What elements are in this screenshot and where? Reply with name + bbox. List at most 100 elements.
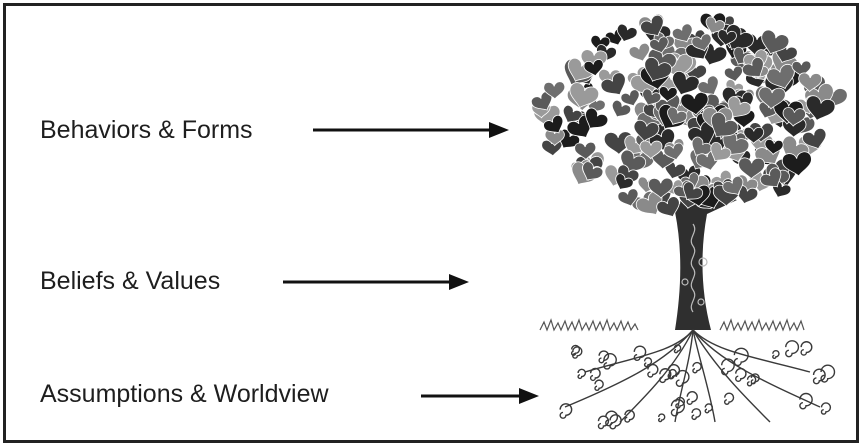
root-curl [673, 344, 682, 354]
leaf-heart [530, 91, 553, 111]
leaf-heart [782, 107, 806, 127]
trunk-swirls [681, 223, 708, 313]
leaf-heart [761, 29, 790, 55]
leaf-heart [738, 157, 765, 180]
arrow-beliefs-icon [283, 274, 469, 290]
leaf-heart [798, 72, 823, 93]
leaf-heart [691, 33, 712, 52]
leaf-heart [802, 127, 827, 150]
leaf-heart [671, 23, 693, 43]
leaf-heart [663, 142, 684, 161]
leaf-heart [764, 139, 784, 156]
root-curl [670, 399, 685, 417]
leaf-heart [758, 86, 786, 110]
leaf-heart [544, 129, 565, 147]
root-curl [572, 346, 583, 359]
leaf-heart [781, 151, 812, 177]
leaf-heart [710, 141, 732, 162]
leaf-heart [656, 196, 680, 218]
leaf-heart [672, 70, 700, 96]
leaf-heart [617, 188, 639, 207]
root-curl [675, 369, 690, 387]
leaf-heart [624, 135, 646, 155]
trunk [645, 172, 737, 330]
leaf-heart [723, 65, 743, 83]
root-curl [659, 368, 672, 384]
leaf-heart [791, 60, 812, 78]
leaf-heart [722, 175, 744, 196]
root-curl [657, 413, 666, 423]
root-curl [799, 392, 813, 410]
leaf-heart [667, 106, 688, 126]
leaf-heart [600, 72, 626, 96]
leaf-heart [640, 14, 664, 37]
label-behaviors-forms: Behaviors & Forms [40, 116, 253, 144]
leaf-heart [633, 119, 660, 142]
leaf-heart [639, 140, 663, 160]
roots [559, 329, 836, 430]
root-curl [721, 358, 735, 376]
root-curl [605, 410, 619, 427]
leaf-heart [611, 100, 632, 118]
root-curl [594, 379, 604, 391]
root-curl [704, 403, 714, 414]
leaf-heart [583, 59, 604, 77]
leaf-heart [574, 141, 597, 161]
leaf-heart [766, 63, 795, 90]
root-curl [609, 414, 622, 430]
arrow-behaviors-icon [313, 122, 509, 138]
root-curl [647, 363, 659, 378]
root-curl [820, 364, 836, 383]
leaf-heart [615, 173, 634, 191]
label-assumptions-worldview: Assumptions & Worldview [40, 380, 329, 408]
leaf-heart [569, 82, 600, 109]
leaf-heart [585, 107, 609, 129]
root-curl [692, 361, 702, 374]
root-curl [686, 391, 698, 405]
label-beliefs-values: Beliefs & Values [40, 267, 221, 295]
root-curl [785, 340, 800, 358]
root-curl [643, 357, 653, 368]
root-curl [570, 344, 581, 356]
arrow-assumptions-icon [421, 388, 539, 404]
root-curl [559, 403, 573, 419]
leaf-heart [680, 91, 709, 116]
root-curl [750, 373, 760, 385]
leaf-heart [620, 89, 640, 107]
leaf-heart [697, 75, 719, 96]
root-curl [735, 367, 747, 382]
leaf-heart [649, 36, 669, 54]
grass-icon [539, 318, 805, 332]
root-curl [667, 364, 681, 380]
root-curl [577, 368, 586, 380]
root-curl [598, 350, 610, 364]
leaf-heart [642, 88, 662, 106]
root-curl [691, 408, 702, 421]
root-curl [624, 409, 635, 423]
leaf-heart [759, 167, 782, 188]
root-curl [772, 349, 780, 360]
leaf-heart [805, 95, 836, 122]
leaf-heart [644, 56, 672, 82]
leaf-heart [543, 114, 564, 134]
leaf-heart [628, 42, 651, 62]
tree-illustration-icon [530, 12, 848, 430]
leaf-heart [635, 190, 663, 216]
leaf-heart [664, 160, 686, 180]
leaf-heart [710, 111, 739, 138]
root-curl [633, 345, 647, 361]
leaf-heart [543, 81, 566, 100]
root-curl [723, 392, 735, 405]
root-curl [597, 415, 610, 430]
leaf-heart [717, 29, 737, 46]
leaf-heart [582, 161, 604, 181]
root-curl [733, 347, 749, 367]
leaf-heart [727, 96, 752, 118]
root-curl [820, 402, 832, 415]
leaf-heart [741, 56, 764, 78]
leaf-heart [683, 181, 704, 201]
diagram-frame [3, 3, 859, 443]
root-curl [800, 341, 813, 356]
leaf-heart [648, 177, 674, 199]
root-curl [589, 367, 601, 382]
